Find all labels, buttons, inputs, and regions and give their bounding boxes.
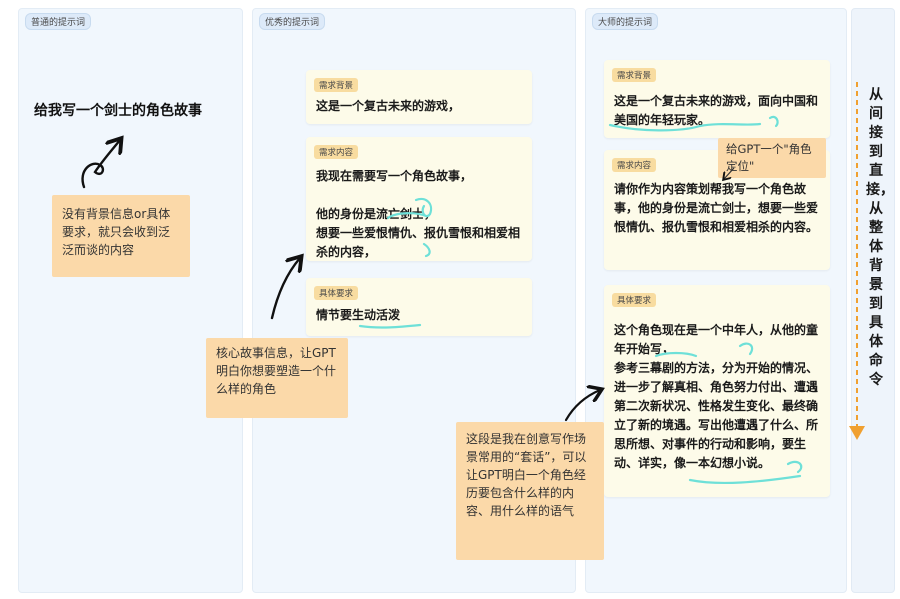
master-card-content: 需求内容 请你作为内容策划帮我写一个角色故事，他的身份是流亡剑士，想要一些爱恨情…	[604, 150, 830, 270]
highlight-strokes	[358, 115, 803, 485]
master-card-content-tag: 需求内容	[612, 158, 657, 172]
master-card-background-text: 这是一个复古未来的游戏，面向中国和美国的年轻玩家。	[614, 94, 819, 127]
good-card-requirements-tag: 具体要求	[314, 286, 359, 300]
master-arrow-icon	[564, 390, 600, 422]
good-note: 核心故事信息，让GPT明白你想要塑造一个什么样的角色	[206, 338, 348, 418]
side-panel	[851, 8, 895, 593]
plain-arrow-icon	[81, 140, 120, 189]
good-card-content-tag: 需求内容	[314, 145, 359, 159]
column-master-title: 大师的提示词	[592, 13, 659, 30]
column-plain: 普通的提示词	[18, 8, 243, 593]
master-note: 这段是我在创意写作场景常用的“套话”，可以让GPT明白一个角色经历要包含什么样的…	[456, 422, 604, 560]
side-label: 从间接到直接，从整体背景到具体命令	[866, 87, 894, 388]
master-card-background: 需求背景 这是一个复古未来的游戏，面向中国和美国的年轻玩家。	[604, 60, 830, 138]
good-card-background-text: 这是一个复古未来的游戏，	[316, 99, 461, 113]
master-card-requirements-tag: 具体要求	[612, 293, 657, 307]
column-good-title: 优秀的提示词	[259, 13, 326, 30]
good-card-requirements-text: 情节要生动活泼	[316, 308, 401, 322]
column-plain-title: 普通的提示词	[25, 13, 92, 30]
good-arrow-icon	[270, 258, 300, 320]
plain-prompt-text: 给我写一个剑士的角色故事	[34, 103, 202, 119]
master-card-background-tag: 需求背景	[612, 68, 657, 82]
plain-note: 没有背景信息or具体要求，就只会收到泛泛而谈的内容	[52, 195, 190, 277]
master-role-note: 给GPT一个"角色定位"	[718, 138, 826, 178]
good-card-content-text: 我现在需要写一个角色故事， 他的身份是流亡剑士， 想要一些爱恨情仇、报仇雪恨和相…	[316, 169, 521, 259]
master-card-requirements-text: 这个角色现在是一个中年人，从他的童年开始写， 参考三幕剧的方法，分为开始的情况、…	[614, 323, 819, 470]
good-card-requirements: 具体要求 情节要生动活泼	[306, 278, 532, 336]
master-card-content-text: 请你作为内容策划帮我写一个角色故事，他的身份是流亡剑士，想要一些爱恨情仇、报仇雪…	[614, 182, 819, 234]
role-note-arrow-icon	[724, 167, 735, 179]
good-card-background: 需求背景 这是一个复古未来的游戏，	[306, 70, 532, 124]
good-card-background-tag: 需求背景	[314, 78, 359, 92]
